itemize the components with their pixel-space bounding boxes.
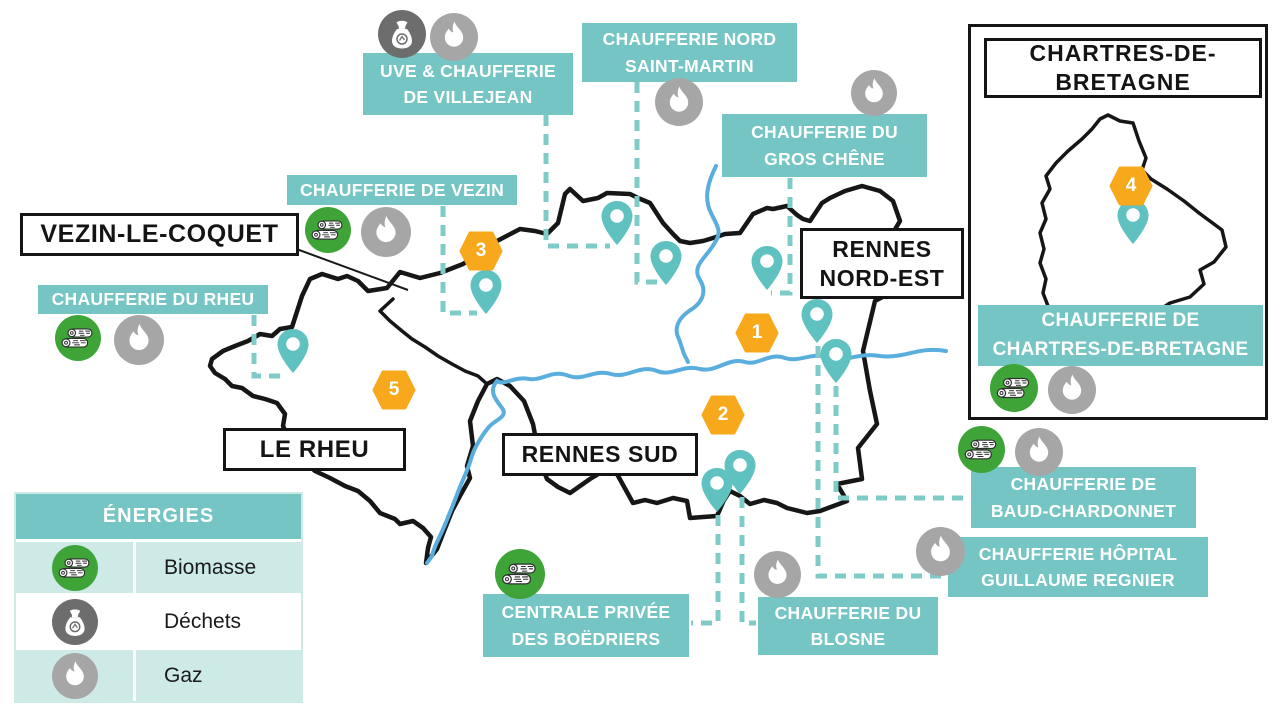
connector-blosne xyxy=(739,497,756,626)
biomass-logs-icon xyxy=(55,315,101,361)
location-pin-gros-chene xyxy=(750,245,784,291)
location-pin-villejean xyxy=(600,200,634,246)
legend-row-gaz: Gaz xyxy=(16,647,301,701)
legend-header: ÉNERGIES xyxy=(16,494,301,539)
vezin-le-coquet-pointer-line xyxy=(290,246,409,291)
connector-rheu xyxy=(251,315,287,379)
commune-boundary-line xyxy=(378,297,489,386)
river-vilaine xyxy=(425,347,948,565)
biomass-logs-icon xyxy=(495,549,545,599)
flame-icon xyxy=(114,315,164,365)
inset-title-chartres-de-bretagne: CHARTRES-DE- BRETAGNE xyxy=(984,38,1262,98)
network-marker-3: 3 xyxy=(459,231,503,271)
legend-icon-cell xyxy=(16,650,136,701)
energies-legend: ÉNERGIES Biomasse Déchets Gaz xyxy=(14,492,303,703)
plant-label-baud-chardonnet: CHAUFFERIE DE BAUD-CHARDONNET xyxy=(971,467,1196,528)
waste-bag-icon xyxy=(378,10,426,58)
marker-number: 5 xyxy=(388,379,400,400)
biomass-logs-icon xyxy=(990,364,1038,412)
area-box-le-rheu: LE RHEU xyxy=(223,428,406,471)
flame-icon xyxy=(1048,366,1096,414)
plant-label-gros-chene: CHAUFFERIE DU GROS CHÊNE xyxy=(722,114,927,177)
marker-number: 2 xyxy=(717,404,729,425)
legend-icon-cell xyxy=(16,596,136,647)
location-pin-baud-chardonnet xyxy=(819,338,853,384)
flame-icon xyxy=(430,13,478,61)
biomass-logs-icon xyxy=(305,207,351,253)
network-marker-2: 2 xyxy=(701,395,745,435)
network-marker-1: 1 xyxy=(735,313,779,353)
river-north xyxy=(674,164,721,364)
location-pin-rheu xyxy=(276,328,310,374)
connector-nord-saint-martin xyxy=(634,82,657,285)
location-pin-nord-saint-martin xyxy=(649,240,683,286)
plant-label-nord-saint-martin: CHAUFFERIE NORD SAINT-MARTIN xyxy=(582,23,797,82)
plant-label-blosne: CHAUFFERIE DU BLOSNE xyxy=(758,597,938,655)
location-pin-blosne xyxy=(723,449,757,495)
legend-label: Biomasse xyxy=(164,555,257,579)
legend-label: Gaz xyxy=(164,663,203,687)
connector-hopital xyxy=(815,346,946,579)
connector-villejean xyxy=(543,115,610,249)
legend-label: Déchets xyxy=(164,609,242,633)
area-box-rennes-sud: RENNES SUD xyxy=(502,433,698,476)
marker-number: 3 xyxy=(475,240,487,261)
flame-icon xyxy=(52,653,98,699)
plant-label-villejean: UVE & CHAUFFERIE DE VILLEJEAN xyxy=(363,53,573,115)
legend-row-dechets: Déchets xyxy=(16,593,301,647)
connector-gros-chene xyxy=(771,178,793,296)
legend-row-biomasse: Biomasse xyxy=(16,539,301,593)
legend-icon-cell xyxy=(16,542,136,593)
network-marker-4: 4 xyxy=(1109,166,1153,206)
plant-label-rheu: CHAUFFERIE DU RHEU xyxy=(38,285,268,314)
flame-icon xyxy=(851,70,897,116)
flame-icon xyxy=(1015,428,1063,476)
plant-label-boedriers: CENTRALE PRIVÉE DES BOËDRIERS xyxy=(483,594,689,657)
plant-label-chartres-de-bretagne: CHAUFFERIE DE CHARTRES-DE-BRETAGNE xyxy=(978,305,1263,366)
marker-number: 4 xyxy=(1125,175,1137,196)
plant-label-hopital-guillaume-regnier: CHAUFFERIE HÔPITAL GUILLAUME REGNIER xyxy=(948,537,1208,597)
biomass-logs-icon xyxy=(958,426,1005,473)
flame-icon xyxy=(916,527,965,576)
network-marker-5: 5 xyxy=(372,370,416,410)
connector-baud-chardonnet xyxy=(833,386,968,501)
flame-icon xyxy=(754,551,801,598)
marker-number: 1 xyxy=(751,322,763,343)
area-box-rennes-nord-est: RENNES NORD-EST xyxy=(800,228,964,299)
flame-icon xyxy=(361,207,411,257)
plant-label-vezin: CHAUFFERIE DE VEZIN xyxy=(287,175,517,205)
biomass-logs-icon xyxy=(52,545,98,591)
flame-icon xyxy=(655,78,703,126)
location-pin-vezin xyxy=(469,269,503,315)
map-boundary xyxy=(207,183,906,566)
waste-bag-icon xyxy=(52,599,98,645)
area-box-vezin-le-coquet: VEZIN-LE-COQUET xyxy=(20,213,299,256)
